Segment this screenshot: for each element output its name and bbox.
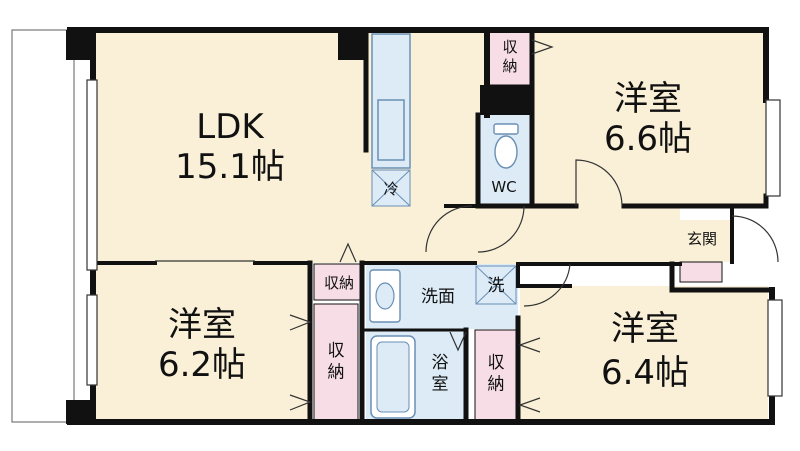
window-sw <box>86 294 98 386</box>
western-room-ne-floor <box>532 30 766 206</box>
washer-label: 洗 <box>488 276 505 296</box>
room-size-western-se: 6.4帖 <box>601 353 689 393</box>
washroom-label: 洗面 <box>421 287 455 307</box>
room-size-ldk: 15.1帖 <box>175 147 285 187</box>
washbasin-bowl <box>375 282 395 310</box>
closet-se <box>474 329 519 423</box>
toilet-bowl <box>494 135 518 169</box>
room-size-western-sw: 6.2帖 <box>158 345 246 385</box>
hallway-floor <box>420 206 680 264</box>
western-room-se-floor <box>520 286 768 422</box>
column-kitchen <box>338 30 368 60</box>
room-name-western-se: 洋室 <box>611 309 679 349</box>
column-mid <box>480 85 532 115</box>
closet-label-hall: 収納 <box>324 274 354 292</box>
closet-hall <box>313 263 365 301</box>
bathroom-label: 浴室 <box>432 353 449 394</box>
closet-sw <box>313 303 359 423</box>
toilet-label: WC <box>491 178 516 196</box>
room-size-western-ne: 6.6帖 <box>604 119 692 159</box>
washer-cross <box>475 265 517 305</box>
closet-label-sw: 収納 <box>328 341 345 382</box>
room-name-ldk: LDK <box>196 107 265 147</box>
closet-label-top: 収納 <box>502 38 517 75</box>
fridge-cross <box>371 169 411 207</box>
entrance-floor <box>680 220 732 262</box>
window-ne <box>765 99 781 197</box>
bathtub-inner <box>376 341 410 413</box>
kitchen-sink <box>377 99 405 161</box>
toilet-tank <box>493 123 519 135</box>
door-swings <box>155 39 779 413</box>
entrance-label: 玄関 <box>687 230 717 248</box>
western-room-sw-floor <box>93 263 308 422</box>
balcony <box>11 29 75 423</box>
fridge-label: 冷 <box>383 180 398 198</box>
room-name-western-sw: 洋室 <box>168 305 236 345</box>
window-ldk <box>86 79 98 271</box>
window-se <box>767 299 783 397</box>
room-name-western-ne: 洋室 <box>614 79 682 119</box>
column-sw <box>66 400 94 424</box>
column-nw <box>66 30 94 60</box>
shoe-cabinet <box>679 261 723 283</box>
closet-label-se: 収納 <box>488 353 505 394</box>
